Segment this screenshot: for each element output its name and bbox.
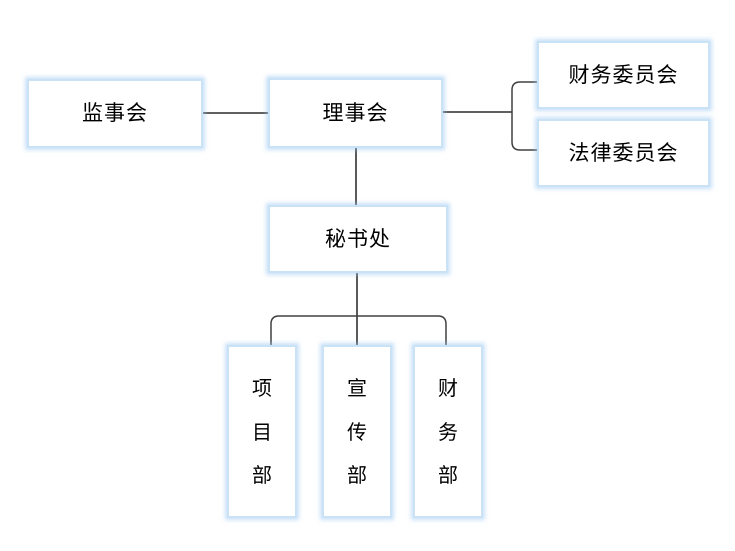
node-publicity-dept-char: 传 — [347, 419, 367, 444]
node-secretariat-label: 秘书处 — [325, 226, 391, 251]
node-project-dept[interactable]: 项 目 部 — [227, 345, 297, 518]
node-council-label: 理事会 — [322, 100, 389, 125]
node-legal-committee[interactable]: 法律委员会 — [537, 119, 710, 187]
node-legal-committee-label: 法律委员会 — [568, 140, 679, 165]
node-publicity-dept-char: 部 — [347, 462, 367, 487]
node-project-dept-char: 目 — [252, 419, 272, 444]
node-supervisory-board-label: 监事会 — [82, 101, 148, 125]
node-council[interactable]: 理事会 — [268, 78, 443, 148]
node-project-dept-char: 项 — [252, 376, 272, 401]
node-finance-dept-char: 财 — [438, 376, 458, 401]
node-supervisory-board[interactable]: 监事会 — [27, 79, 203, 148]
node-finance-dept[interactable]: 财 务 部 — [413, 345, 483, 518]
node-publicity-dept-char: 宣 — [347, 376, 367, 401]
node-finance-committee[interactable]: 财务委员会 — [537, 41, 710, 109]
node-project-dept-char: 部 — [252, 462, 272, 487]
node-finance-committee-label: 财务委员会 — [568, 62, 679, 87]
node-secretariat[interactable]: 秘书处 — [268, 205, 448, 273]
connector-department-branch — [270, 315, 447, 345]
connector-committee-bracket — [511, 81, 537, 151]
node-finance-dept-char: 务 — [438, 419, 458, 444]
node-finance-dept-char: 部 — [438, 462, 458, 487]
node-publicity-dept[interactable]: 宣 传 部 — [322, 345, 392, 518]
